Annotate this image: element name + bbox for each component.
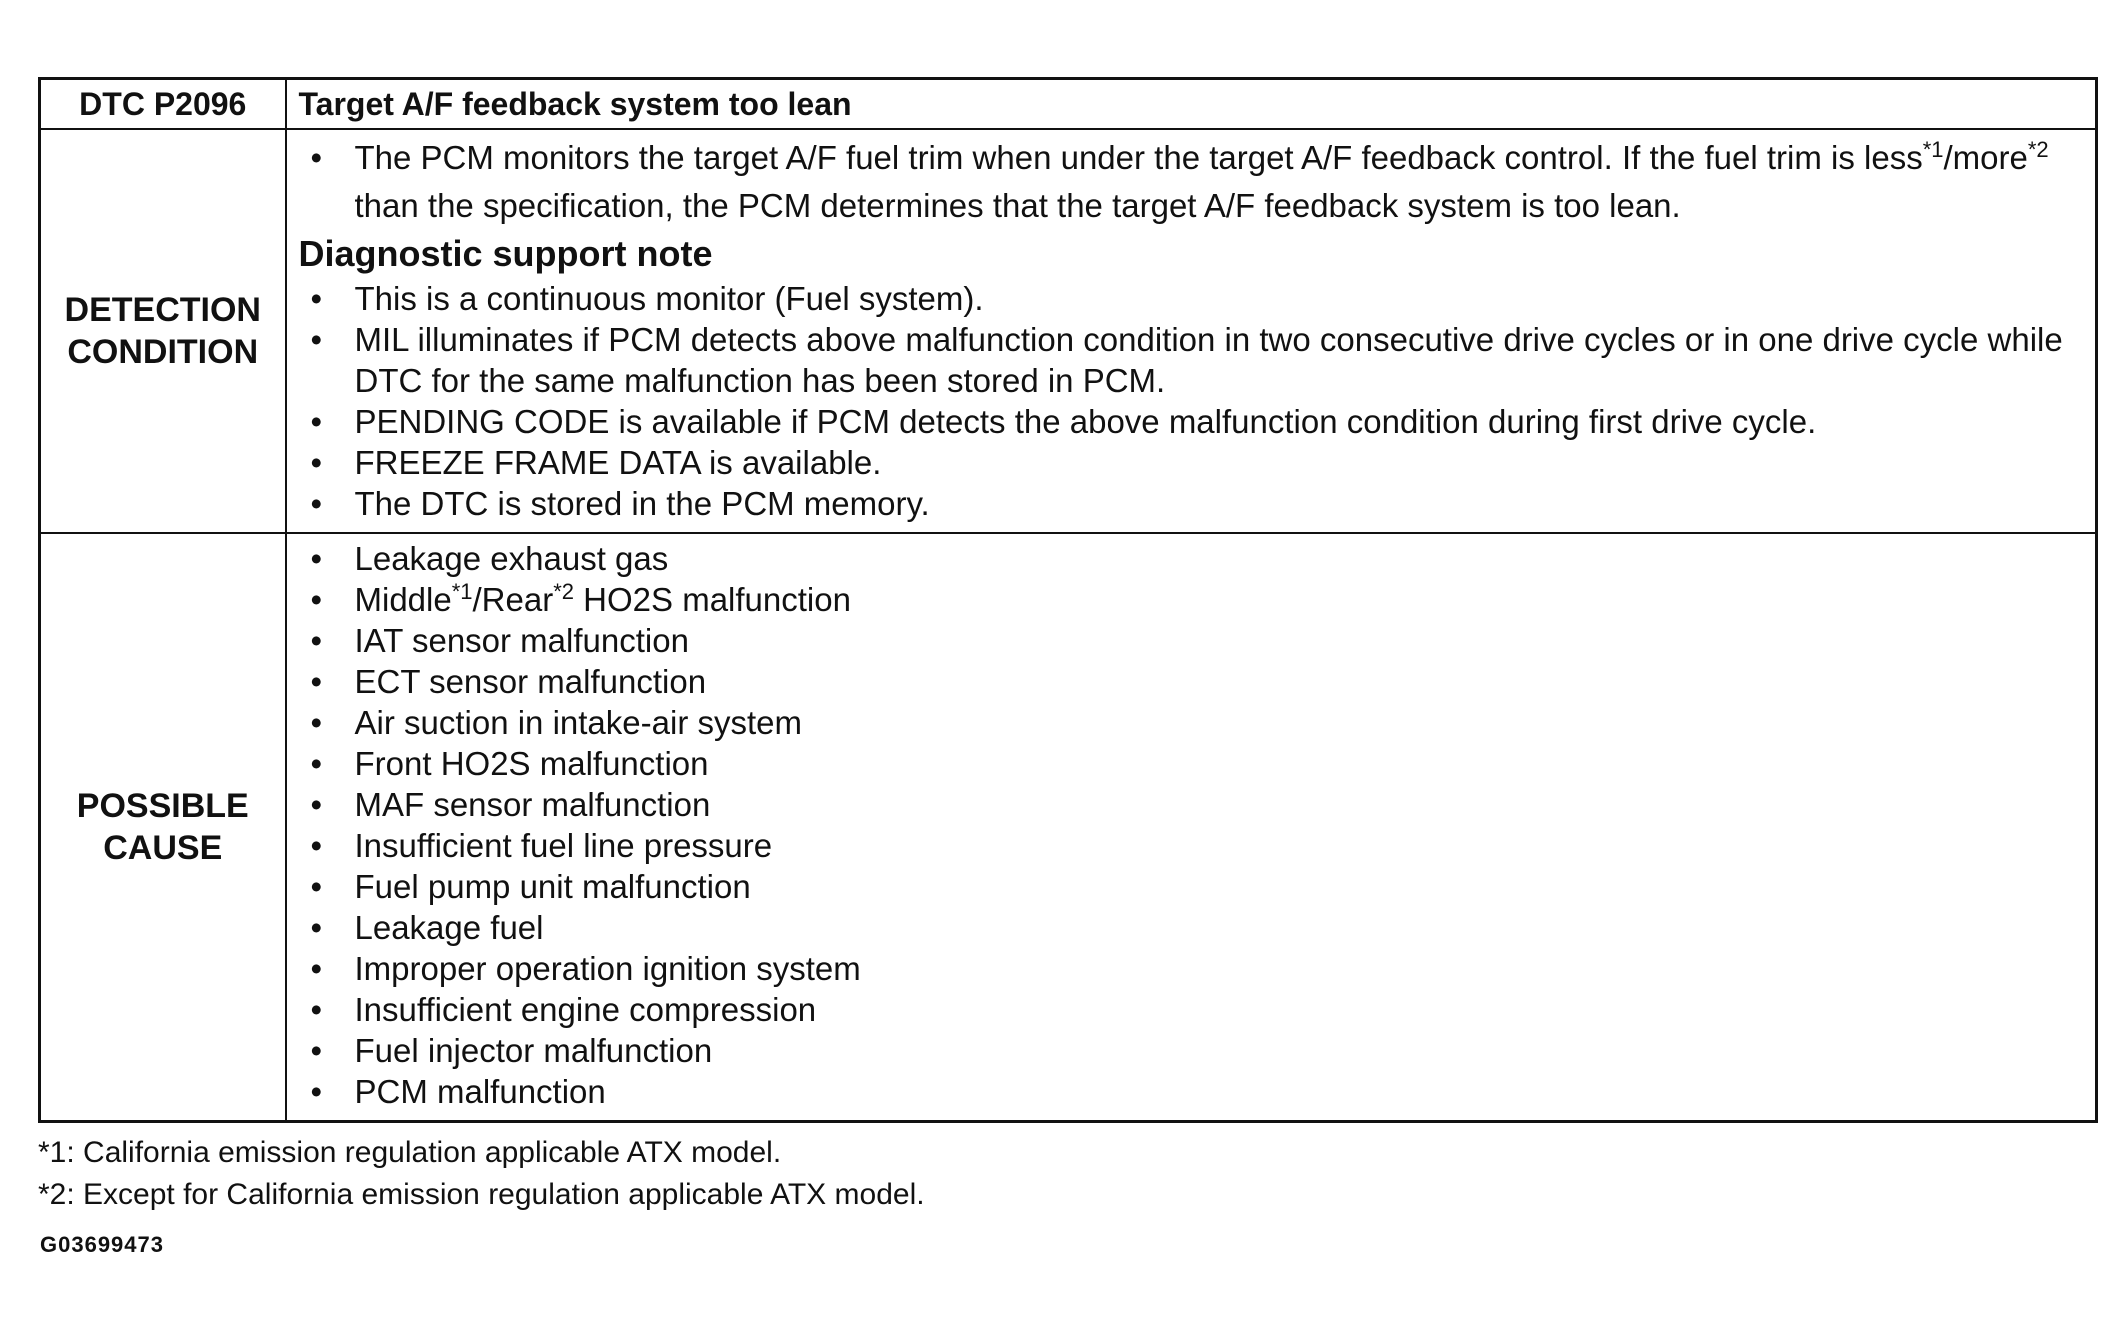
- list-item: Middle*1/Rear*2 HO2S malfunction: [299, 579, 2076, 620]
- list-item: MAF sensor malfunction: [299, 784, 2076, 825]
- footnote-2: *2: Except for California emission regul…: [38, 1178, 925, 1211]
- ho2s-text-1: Middle: [354, 581, 452, 618]
- footnote-1: *1: California emission regulation appli…: [38, 1136, 782, 1169]
- support-note-heading: Diagnostic support note: [298, 233, 713, 274]
- detection-label-line2: CONDITION: [67, 333, 259, 371]
- footnote-ref-1: *1: [451, 579, 473, 604]
- list-item: Air suction in intake-air system: [299, 702, 2076, 743]
- list-item: Insufficient fuel line pressure: [299, 825, 2076, 866]
- possible-cause-list: Leakage exhaust gas Middle*1/Rear*2 HO2S…: [299, 538, 2076, 1112]
- list-item: Fuel pump unit malfunction: [299, 866, 2076, 907]
- list-item: This is a continuous monitor (Fuel syste…: [299, 278, 2076, 319]
- ho2s-text-2: /Rear: [472, 581, 554, 618]
- list-item: Front HO2S malfunction: [299, 743, 2076, 784]
- possible-label-line2: CAUSE: [103, 829, 223, 867]
- support-note-list: This is a continuous monitor (Fuel syste…: [299, 278, 2076, 524]
- ho2s-text-3: HO2S malfunction: [574, 581, 851, 618]
- image-code: G03699473: [40, 1232, 164, 1257]
- list-item: Improper operation ignition system: [299, 948, 2076, 989]
- detection-condition-content: The PCM monitors the target A/F fuel tri…: [284, 128, 2098, 534]
- footnote-ref-2: *2: [553, 579, 575, 604]
- list-item: ECT sensor malfunction: [299, 661, 2076, 702]
- list-item: Leakage fuel: [299, 907, 2076, 948]
- list-item: Leakage exhaust gas: [299, 538, 2076, 579]
- dtc-title: Target A/F feedback system too lean: [284, 77, 2098, 130]
- list-item: Fuel injector malfunction: [299, 1030, 2076, 1071]
- detection-condition-row: DETECTION CONDITION The PCM monitors the…: [38, 128, 2098, 534]
- list-item: PCM malfunction: [299, 1071, 2076, 1112]
- list-item: IAT sensor malfunction: [299, 620, 2076, 661]
- detection-intro-list: The PCM monitors the target A/F fuel tri…: [299, 134, 2076, 230]
- footnote-ref-1: *1: [1922, 137, 1944, 162]
- dtc-table: DTC P2096 Target A/F feedback system too…: [38, 77, 2098, 1123]
- footnotes: *1: California emission regulation appli…: [38, 1132, 925, 1216]
- possible-cause-content: Leakage exhaust gas Middle*1/Rear*2 HO2S…: [284, 532, 2098, 1123]
- detection-intro-item: The PCM monitors the target A/F fuel tri…: [299, 134, 2076, 230]
- detection-condition-label: DETECTION CONDITION: [38, 128, 287, 534]
- list-item: MIL illuminates if PCM detects above mal…: [299, 319, 2076, 401]
- intro-text-3: than the specification, the PCM determin…: [354, 187, 1681, 224]
- list-item: Insufficient engine compression: [299, 989, 2076, 1030]
- footnote-ref-2: *2: [2027, 137, 2049, 162]
- list-item: PENDING CODE is available if PCM detects…: [299, 401, 2076, 442]
- possible-cause-label: POSSIBLE CAUSE: [38, 532, 287, 1123]
- list-item: FREEZE FRAME DATA is available.: [299, 442, 2076, 483]
- possible-cause-row: POSSIBLE CAUSE Leakage exhaust gas Middl…: [38, 532, 2098, 1123]
- intro-text-1: The PCM monitors the target A/F fuel tri…: [354, 139, 1923, 176]
- intro-text-2: /more: [1943, 139, 2028, 176]
- detection-label-line1: DETECTION: [64, 291, 261, 329]
- possible-label-line1: POSSIBLE: [76, 787, 249, 825]
- dtc-code: DTC P2096: [38, 77, 287, 130]
- list-item: The DTC is stored in the PCM memory.: [299, 483, 2076, 524]
- table-header-row: DTC P2096 Target A/F feedback system too…: [38, 77, 2098, 130]
